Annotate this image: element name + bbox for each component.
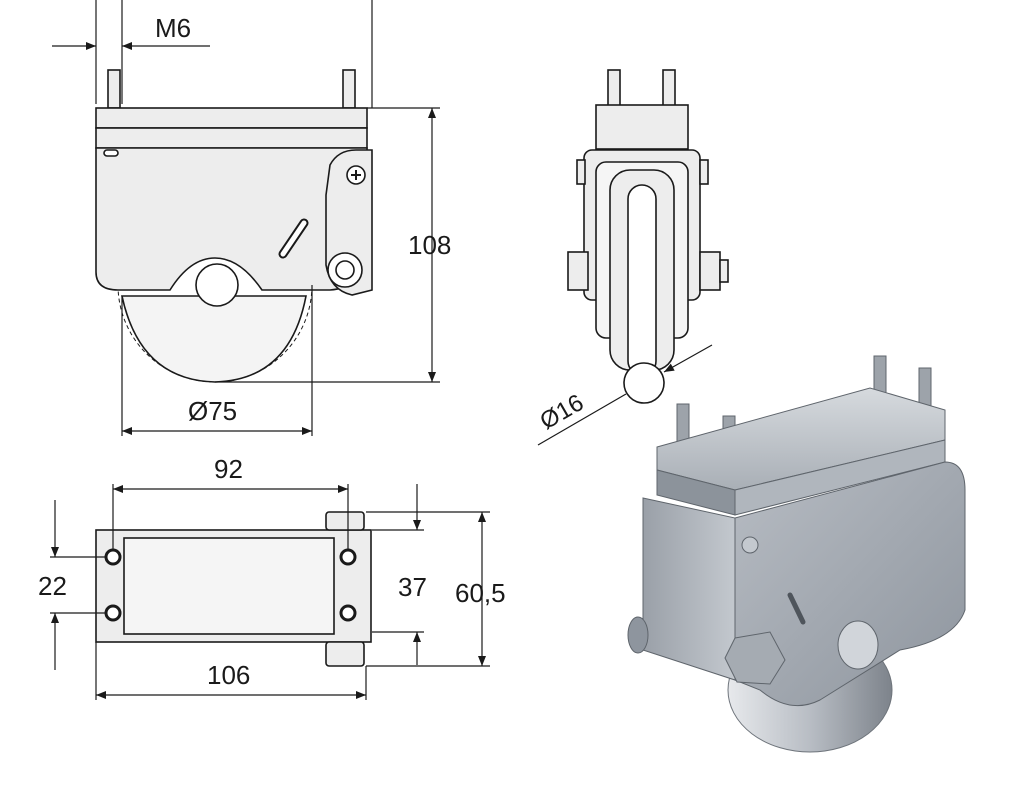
stud-left xyxy=(107,69,121,109)
label-d75: Ø75 xyxy=(188,396,237,426)
front-view xyxy=(567,69,729,404)
label-106: 106 xyxy=(207,660,250,690)
label-m6: M6 xyxy=(155,13,191,43)
front-stud-left xyxy=(607,69,621,109)
front-screw-right xyxy=(699,159,709,185)
label-108: 108 xyxy=(408,230,451,260)
top-plate xyxy=(95,107,368,129)
render-hub xyxy=(837,620,879,670)
front-view-dimensions xyxy=(537,344,713,446)
front-wheel-groove xyxy=(627,184,657,376)
render-housing-front xyxy=(734,461,966,707)
hole-top-left xyxy=(104,548,122,566)
side-view-dimensions xyxy=(52,0,440,436)
label-22: 22 xyxy=(38,571,67,601)
d16-arrow xyxy=(663,344,713,373)
wheel-outline xyxy=(121,295,307,383)
top-view-nut xyxy=(325,641,365,667)
d16-leader xyxy=(537,393,627,446)
front-top-block xyxy=(595,104,689,150)
label-d16: Ø16 xyxy=(536,389,589,435)
rail-section xyxy=(623,362,665,404)
top-view-screw xyxy=(325,511,365,531)
render-screw-icon xyxy=(741,536,759,554)
adjust-slot-inner xyxy=(280,220,307,257)
render-nut xyxy=(724,631,786,685)
axle-hub xyxy=(195,263,239,307)
label-92: 92 xyxy=(214,454,243,484)
render-stud-2 xyxy=(918,367,932,407)
mounting-block xyxy=(95,127,368,149)
top-view-dimensions xyxy=(50,484,490,700)
front-bolt-tip xyxy=(719,259,729,283)
render-bolt-end xyxy=(627,616,649,654)
stud-right xyxy=(342,69,356,109)
screw-cross xyxy=(351,170,361,180)
hole-bottom-right xyxy=(339,604,357,622)
hole-top-right xyxy=(339,548,357,566)
top-view-inner xyxy=(123,537,335,635)
front-stud-right xyxy=(662,69,676,109)
side-view xyxy=(95,69,373,383)
rivet-mark xyxy=(103,149,119,157)
render-slot xyxy=(787,592,806,625)
product-render xyxy=(627,355,966,753)
label-60-5: 60,5 xyxy=(455,578,506,608)
hole-bottom-left xyxy=(104,604,122,622)
front-screw-left xyxy=(576,159,586,185)
render-stud-1 xyxy=(873,355,887,395)
nut-inner xyxy=(335,260,355,280)
front-nut-right xyxy=(699,251,721,291)
label-37: 37 xyxy=(398,572,427,602)
render-housing-side xyxy=(642,497,736,681)
front-nut-left xyxy=(567,251,589,291)
top-view xyxy=(95,511,372,667)
